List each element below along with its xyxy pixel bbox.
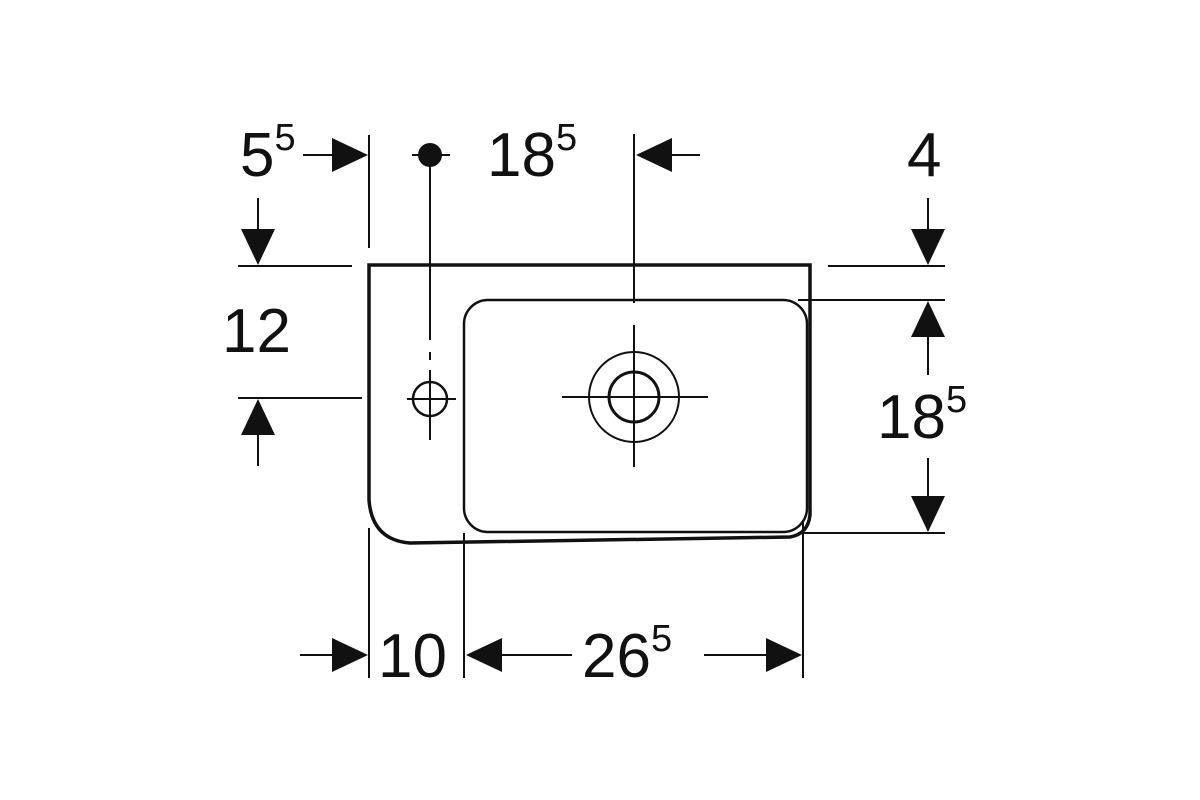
dim-label-drain-offset: 185 — [487, 117, 577, 190]
arrow-left-icon — [636, 138, 672, 172]
dim-label-ledge-width: 10 — [378, 622, 447, 691]
arrow-right-icon — [332, 138, 368, 172]
basin-outline — [367, 263, 812, 545]
dim-label-tap-hole-height: 12 — [222, 297, 291, 366]
arrow-up-icon — [911, 301, 945, 337]
dim-label-rim-thickness: 4 — [907, 121, 941, 190]
dim-label-bowl-depth: 185 — [877, 379, 967, 452]
bowl-outline — [462, 298, 809, 534]
arrow-down-icon — [911, 229, 945, 265]
arrow-right-icon — [766, 638, 802, 672]
arrow-right-icon — [332, 638, 368, 672]
dim-label-bowl-width: 265 — [582, 618, 672, 691]
arrow-down-icon — [241, 229, 275, 265]
arrow-left-icon — [466, 638, 502, 672]
tap-marker-icon — [418, 143, 442, 167]
dim-label-left-offset: 55 — [240, 117, 296, 190]
arrow-up-icon — [241, 399, 275, 435]
arrow-down-icon — [911, 496, 945, 532]
